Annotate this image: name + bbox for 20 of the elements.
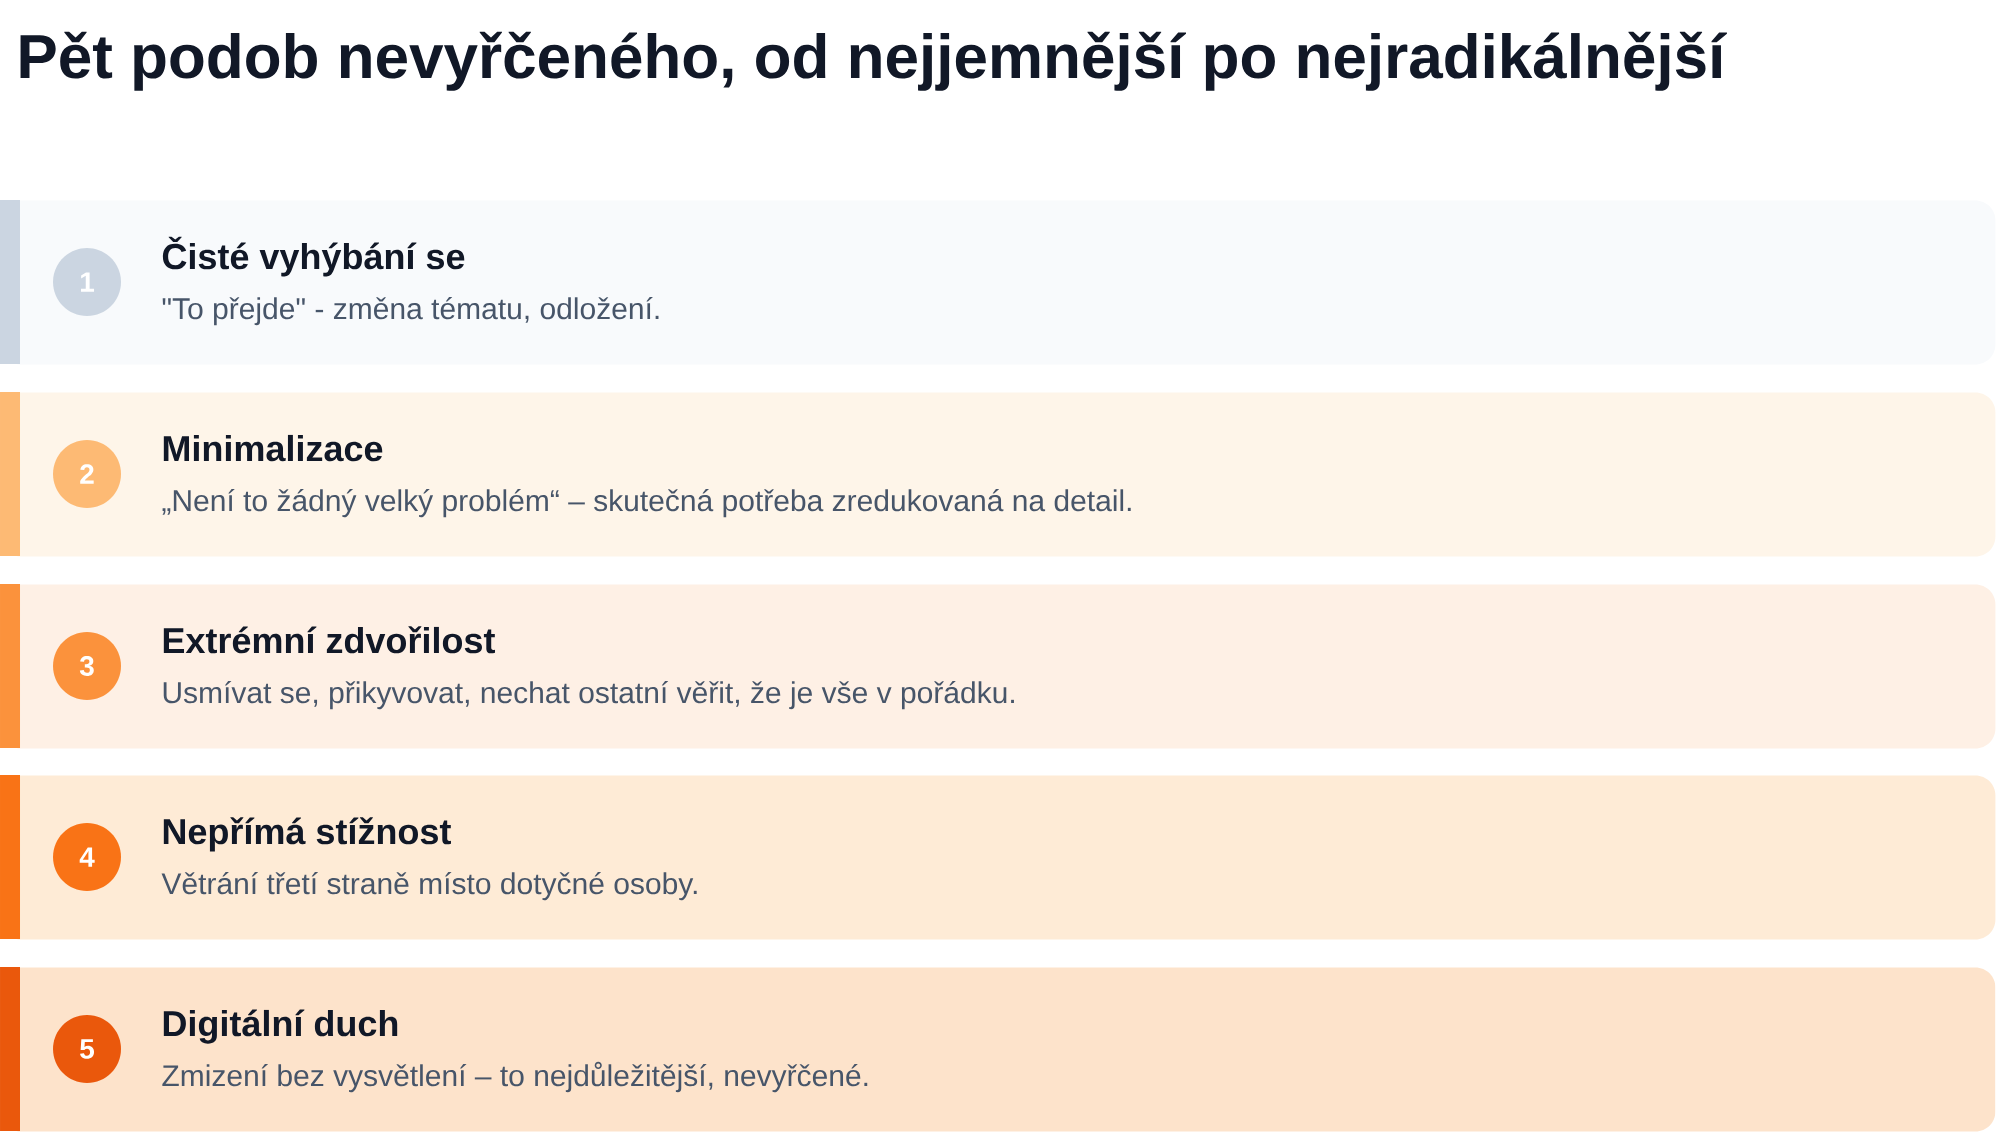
card-heading: Minimalizace (163, 434, 383, 462)
number-badge: 3 (53, 632, 121, 700)
card (0, 200, 1996, 365)
card (0, 967, 1996, 1132)
number-badge: 5 (53, 1015, 121, 1083)
card-heading: Čisté vyhýbání se (162, 236, 465, 277)
card-heading: Nepřímá stížnost (163, 817, 451, 852)
card (0, 584, 1996, 749)
number-badge: 2 (53, 440, 121, 508)
card-description: „Není to žádný velký problém“ – skutečná potřeba zredukovaná na detail. (162, 488, 1131, 518)
title: Pět podob nevyřčeného, od nejjemnější po nejradikálnější (20, 31, 1727, 91)
card-heading: Digitální duch (163, 1009, 398, 1044)
card-description: "To přejde" - změna tématu, odložení. (162, 296, 659, 326)
number-badge: 4 (53, 823, 121, 891)
card-description: Zmizení bez vysvětlení – to nejdůležitější, nevyřčené. (162, 1061, 868, 1093)
card-description: Usmívat se, přikyvovat, nechat ostatní věřit, že je vše v pořádku. (163, 680, 1014, 710)
card (0, 392, 1996, 557)
card (0, 775, 1996, 940)
card-description: Větrání třetí straně místo dotyčné osoby. (161, 871, 697, 901)
card-heading: Extrémní zdvořilost (163, 626, 495, 654)
